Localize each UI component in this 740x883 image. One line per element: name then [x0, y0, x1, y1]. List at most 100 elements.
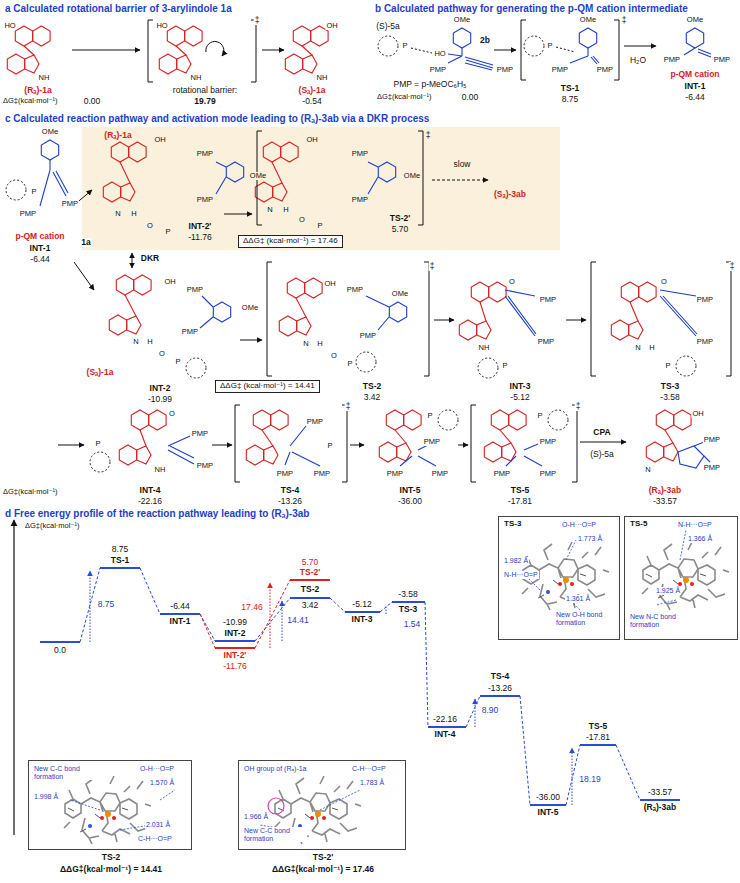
inset-note: N-H···O=P	[677, 521, 713, 529]
atom-label: PMP	[351, 196, 369, 204]
energy-value: ‡	[575, 402, 582, 411]
energy-difference: 18.19	[578, 775, 601, 784]
atom-label: O	[158, 350, 166, 358]
atom-label: PMP	[539, 470, 557, 478]
atom-label: PMP	[196, 462, 214, 470]
inset-note: New C-C bond formation	[33, 765, 95, 780]
species-label: 19.79	[193, 97, 216, 106]
species-label: (Rₐ)-1a	[23, 86, 52, 95]
energy-difference: 8.75	[97, 600, 116, 609]
species-label: 2b	[479, 36, 491, 45]
energy-value: (S)-5a	[589, 450, 615, 459]
energy-value: -6.44	[169, 602, 190, 611]
energy-value: -10.99	[147, 395, 173, 404]
atom-label: O	[508, 278, 516, 286]
inset-title: TS-3	[503, 520, 522, 529]
species-label: INT-1	[169, 617, 192, 626]
energy-value: 8.75	[111, 545, 130, 554]
atom-label: NH	[478, 344, 491, 352]
atom-label: O	[330, 352, 338, 360]
atom-label: N	[114, 210, 121, 218]
energy-value: -6.44	[29, 255, 50, 264]
atom-label: PMP	[386, 470, 404, 478]
atom-label: P	[401, 42, 408, 50]
species-label: (Rₐ)-1a	[103, 131, 132, 140]
atom-label: OH	[153, 136, 166, 144]
atom-label: H	[648, 344, 655, 352]
axis-label: ΔG‡(kcal·mol⁻¹)	[24, 522, 80, 530]
energy-value: -6.44	[684, 93, 705, 102]
energy-value: -13.26	[277, 497, 303, 506]
atom-label: O	[298, 216, 306, 224]
species-label: INT-2'	[188, 222, 213, 231]
energy-value: H₂O	[629, 56, 647, 65]
atom-label: N	[644, 466, 651, 474]
atom-label: P	[326, 442, 333, 450]
atom-label: HO	[155, 22, 168, 30]
inset-caption: TS-2'	[312, 853, 334, 862]
atom-label: H	[130, 210, 137, 218]
atom-label: P	[546, 42, 553, 50]
energy-value: 0.00	[461, 93, 480, 102]
atom-label: P	[346, 360, 353, 368]
inset-note: 1.570 Å	[149, 779, 175, 787]
species-label: CPA	[592, 428, 611, 437]
species-label: INT-4	[139, 486, 162, 495]
atom-label: O	[168, 410, 176, 418]
energy-value: 5.70	[301, 558, 320, 567]
species-label: INT-1	[29, 244, 52, 253]
inset-note: N-H···O=P	[503, 571, 539, 579]
energy-value: -5.12	[351, 600, 372, 609]
energy-value: -17.81	[507, 497, 533, 506]
species-label: p-QM cation	[669, 70, 720, 79]
energy-value: ‡	[345, 402, 352, 411]
energy-value: -13.26	[487, 684, 513, 693]
atom-label: PMP	[539, 438, 557, 446]
atom-label: OMe	[579, 16, 597, 24]
atom-label: N	[266, 206, 273, 214]
atom-label: NH	[154, 466, 167, 474]
species-label: INT-5	[399, 486, 422, 495]
inset-note: 1.925 Å	[655, 587, 681, 595]
atom-label: PMP	[429, 66, 447, 74]
atom-label: PMP	[696, 296, 714, 304]
energy-value: -22.16	[432, 715, 458, 724]
panel-title: b Calculated pathway for generating the …	[374, 3, 689, 14]
atom-label: OMe	[686, 16, 704, 24]
atom-label: PMP	[696, 338, 714, 346]
energy-value: rotational barrier:	[172, 86, 238, 95]
atom-label: OMe	[403, 172, 421, 180]
atom-label: H	[282, 206, 289, 214]
barrier-label: ΔΔG‡ (kcal·mol⁻¹) = 17.46	[242, 237, 339, 246]
atom-label: NH	[38, 74, 51, 82]
atom-label: NH	[316, 74, 329, 82]
inset-note: 1.366 Å	[687, 535, 713, 543]
energy-value: -22.16	[137, 497, 163, 506]
atom-label: PMP	[306, 418, 324, 426]
species-label: TS-1	[110, 556, 130, 565]
energy-value: -11.76	[222, 662, 247, 671]
energy-difference: 1.54	[403, 620, 422, 629]
atom-label: PMP	[423, 438, 441, 446]
species-label: TS-5	[588, 722, 608, 731]
inset-note: 1.361 Å	[565, 595, 591, 603]
energy-value: -33.57	[647, 788, 673, 797]
species-label: TS-3	[398, 605, 418, 614]
species-label: INT-3	[351, 615, 374, 624]
inset-title: TS-5	[629, 520, 648, 529]
energy-value: -11.76	[187, 233, 212, 242]
species-label: (Sₐ)-1a	[86, 368, 115, 377]
atom-label: OH	[163, 278, 176, 286]
atom-label: PMP	[196, 150, 214, 158]
atom-label: HO	[433, 50, 446, 58]
atom-label: PMP	[551, 66, 569, 74]
energy-value: -3.58	[659, 393, 680, 402]
energy-value: 0.00	[83, 97, 102, 106]
energy-value: -36.00	[535, 793, 561, 802]
energy-value: -5.12	[509, 393, 530, 402]
atom-label: OMe	[453, 16, 471, 24]
barrier-label: ΔΔG‡ (kcal·mol⁻¹) = 14.41	[219, 382, 316, 391]
atom-label: P	[426, 412, 433, 420]
species-label: TS-5	[510, 486, 530, 495]
inset-caption: ΔΔG‡(kcal·mol⁻¹) = 14.41	[59, 865, 163, 874]
